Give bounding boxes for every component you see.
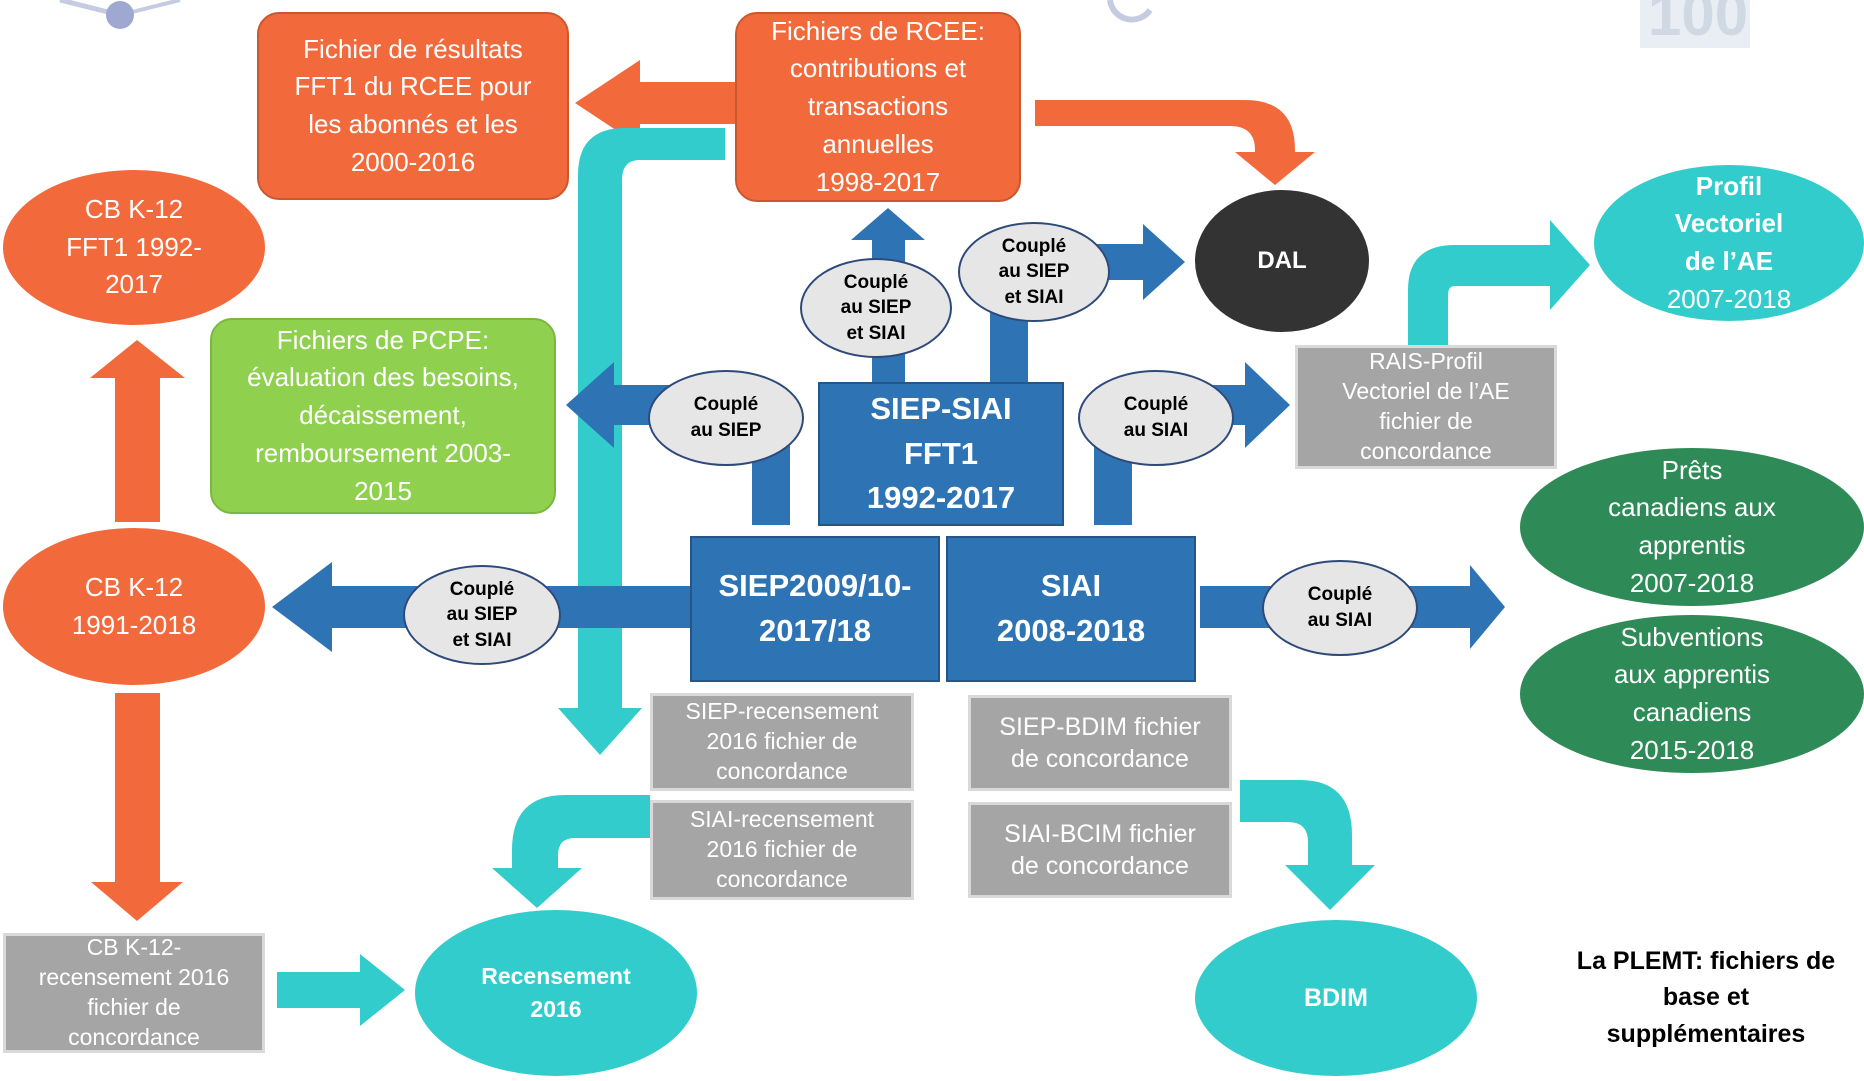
siai-bcim-label: SIAI-BCIM fichier de concordance: [1004, 819, 1196, 881]
logo-100-text: 100: [1648, 0, 1749, 48]
cbk12-recensement-concordance: CB K-12- recensement 2016 fichier de con…: [3, 933, 265, 1053]
arrow-cbk12-down: [91, 693, 183, 921]
couple-siai-rais: Couplé au SIAI: [1078, 370, 1234, 466]
bdim-node: BDIM: [1195, 920, 1477, 1076]
rais-concordance: RAIS-Profil Vectoriel de l’AE fichier de…: [1295, 345, 1557, 469]
dal-node: DAL: [1195, 190, 1369, 332]
couple-siep-siai-dal-label: Couplé au SIEP et SIAI: [998, 235, 1070, 308]
siep-recensement-concordance: SIEP-recensement 2016 fichier de concord…: [650, 693, 914, 791]
siai-bcim-concordance: SIAI-BCIM fichier de concordance: [968, 802, 1232, 898]
profil-vectoriel-label: Profil Vectoriel de l’AE: [1674, 170, 1784, 276]
couple-siai-rais-label: Couplé au SIAI: [1123, 394, 1189, 441]
profil-vectoriel-node: Profil Vectoriel de l’AE 2007-2018: [1594, 165, 1864, 321]
cbk12-fft1-label: CB K-12 FFT1 1992- 2017: [66, 193, 202, 300]
diagram-caption-text: La PLEMT: fichiers de base et supplément…: [1576, 947, 1836, 1048]
fft1-rcee-results-file: Fichier de résultats FFT1 du RCEE pour l…: [257, 12, 569, 200]
pcpe-files-label: Fichiers de PCPE: évaluation des besoins…: [247, 324, 519, 506]
cbk12-fft1-node: CB K-12 FFT1 1992- 2017: [3, 170, 265, 325]
couple-siep-siai-top-label: Couplé au SIEP et SIAI: [840, 271, 912, 344]
siai-recensement-concordance: SIAI-recensement 2016 fichier de concord…: [650, 800, 914, 900]
bdim-label: BDIM: [1304, 983, 1368, 1012]
siai-box: SIAI 2008-2018: [946, 536, 1196, 682]
prets-label: Prêts canadiens aux apprentis 2007-2018: [1608, 454, 1776, 598]
couple-siep-siai-cbk12: Couplé au SIEP et SIAI: [403, 565, 561, 665]
arrow-rcee-to-results: [575, 60, 735, 146]
cbk12-node: CB K-12 1991-2018: [3, 528, 265, 685]
arrow-to-bdim: [1240, 780, 1375, 910]
siep-siai-fft1-label: SIEP-SIAI FFT1 1992-2017: [866, 390, 1016, 516]
arrow-cbk12-up: [90, 340, 185, 522]
siep-bdim-label: SIEP-BDIM fichier de concordance: [999, 712, 1201, 774]
siep-bdim-concordance: SIEP-BDIM fichier de concordance: [968, 695, 1232, 791]
subventions-node: Subventions aux apprentis canadiens 2015…: [1520, 615, 1864, 773]
rcee-files-label: Fichiers de RCEE: contributions et trans…: [771, 15, 985, 197]
couple-siep-siai-cbk12-label: Couplé au SIEP et SIAI: [446, 578, 518, 651]
arrow-cbk12rec-to-recensement: [277, 954, 405, 1026]
couple-siep-siai-dal: Couplé au SIEP et SIAI: [958, 222, 1110, 322]
prets-node: Prêts canadiens aux apprentis 2007-2018: [1520, 448, 1864, 606]
rais-concordance-label: RAIS-Profil Vectoriel de l’AE fichier de…: [1342, 348, 1510, 464]
recensement-node: Recensement 2016: [415, 910, 697, 1076]
recensement-label: Recensement 2016: [481, 962, 631, 1022]
pcpe-files: Fichiers de PCPE: évaluation des besoins…: [210, 318, 556, 514]
subventions-label: Subventions aux apprentis canadiens 2015…: [1613, 621, 1771, 765]
logo-decoration: [59, 0, 1750, 48]
cbk12-label: CB K-12 1991-2018: [71, 571, 197, 640]
couple-siep-pcpe: Couplé au SIEP: [648, 370, 804, 466]
dal-label: DAL: [1257, 247, 1307, 274]
cbk12-recensement-label: CB K-12- recensement 2016 fichier de con…: [38, 934, 230, 1050]
couple-siep-pcpe-label: Couplé au SIEP: [690, 394, 762, 441]
diagram-caption: La PLEMT: fichiers de base et supplément…: [1548, 943, 1864, 1052]
siep-label: SIEP2009/10- 2017/18: [718, 568, 912, 648]
siep-box: SIEP2009/10- 2017/18: [690, 536, 940, 682]
siep-siai-fft1-box: SIEP-SIAI FFT1 1992-2017: [818, 382, 1064, 526]
profil-vectoriel-years: 2007-2018: [1666, 283, 1792, 314]
couple-siai-right-label: Couplé au SIAI: [1307, 584, 1373, 631]
couple-siep-siai-top: Couplé au SIEP et SIAI: [800, 258, 952, 358]
arrow-rais-to-profil: [1408, 220, 1590, 345]
siai-label: SIAI 2008-2018: [996, 568, 1146, 648]
fft1-rcee-results-file-label: Fichier de résultats FFT1 du RCEE pour l…: [294, 33, 532, 177]
couple-siai-right: Couplé au SIAI: [1262, 560, 1418, 656]
arrow-rcee-to-dal: [1035, 100, 1315, 185]
rcee-files: Fichiers de RCEE: contributions et trans…: [735, 12, 1021, 202]
siai-recensement-label: SIAI-recensement 2016 fichier de concord…: [689, 806, 875, 892]
arrow-to-recensement: [492, 795, 650, 908]
siep-recensement-label: SIEP-recensement 2016 fichier de concord…: [685, 698, 879, 784]
